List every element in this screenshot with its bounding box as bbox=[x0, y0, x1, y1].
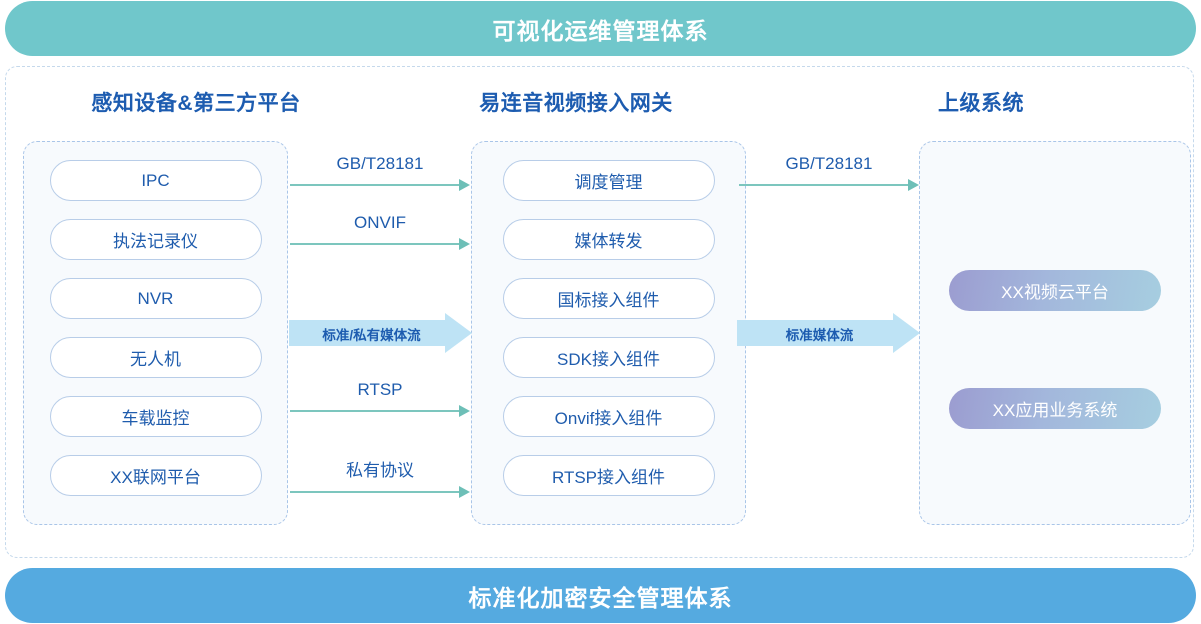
list-item[interactable]: 调度管理 bbox=[502, 160, 715, 201]
list-item[interactable]: RTSP接入组件 bbox=[502, 455, 715, 496]
block-arrow-head-icon bbox=[893, 313, 920, 353]
top-banner-label: 可视化运维管理体系 bbox=[492, 17, 709, 44]
arrow-head-icon bbox=[459, 405, 470, 417]
arrow-head-icon bbox=[459, 179, 470, 191]
list-item[interactable]: 国标接入组件 bbox=[502, 278, 715, 319]
list-item[interactable]: XX联网平台 bbox=[49, 455, 262, 496]
block-arrow-shaft bbox=[289, 320, 445, 346]
panel-upper-system: XX视频云平台 XX应用业务系统 bbox=[919, 141, 1191, 525]
connector-arrow-rtsp: RTSP bbox=[290, 380, 470, 418]
arrow-line bbox=[290, 184, 460, 187]
connector-arrow-onvif: ONVIF bbox=[290, 213, 470, 251]
list-item[interactable]: IPC bbox=[49, 160, 262, 201]
block-arrow-standard-private-media-stream: 标准/私有媒体流 bbox=[289, 313, 472, 353]
panel-access-gateway: 调度管理 媒体转发 国标接入组件 SDK接入组件 Onvif接入组件 RTSP接… bbox=[471, 141, 746, 525]
column-title-middle: 易连音视频接入网关 bbox=[479, 92, 673, 115]
top-banner: 可视化运维管理体系 bbox=[5, 1, 1196, 56]
bottom-banner-label: 标准化加密安全管理体系 bbox=[468, 584, 733, 611]
list-item[interactable]: 车载监控 bbox=[49, 396, 262, 437]
arrow-line bbox=[290, 243, 460, 246]
diagram-outer-frame: 感知设备&第三方平台 IPC 执法记录仪 NVR 无人机 车载监控 XX联网平台… bbox=[5, 66, 1194, 558]
connector-arrow-private-protocol: 私有协议 bbox=[290, 461, 470, 499]
arrow-head-icon bbox=[459, 486, 470, 498]
arrow-line bbox=[290, 491, 460, 494]
list-item[interactable]: 媒体转发 bbox=[502, 219, 715, 260]
arrow-line bbox=[739, 184, 909, 187]
connector-arrow-gbt28181-right: GB/T28181 bbox=[739, 154, 919, 192]
column-access-gateway: 易连音视频接入网关 调度管理 媒体转发 国标接入组件 SDK接入组件 Onvif… bbox=[386, 67, 766, 557]
connector-arrow-gbt28181-left: GB/T28181 bbox=[290, 154, 470, 192]
list-item[interactable]: NVR bbox=[49, 278, 262, 319]
connector-label: RTSP bbox=[357, 380, 403, 399]
arrow-line bbox=[290, 410, 460, 413]
list-item[interactable]: 无人机 bbox=[49, 337, 262, 378]
connector-label: GB/T28181 bbox=[336, 154, 424, 173]
panel-sensing-devices: IPC 执法记录仪 NVR 无人机 车载监控 XX联网平台 bbox=[23, 141, 288, 525]
arrow-head-icon bbox=[908, 179, 919, 191]
connector-label: 私有协议 bbox=[346, 461, 414, 480]
arrow-head-icon bbox=[459, 238, 470, 250]
bottom-banner: 标准化加密安全管理体系 bbox=[5, 568, 1196, 623]
block-arrow-head-icon bbox=[445, 313, 472, 353]
block-arrow-label: 标准媒体流 bbox=[785, 328, 854, 343]
block-arrow-label: 标准/私有媒体流 bbox=[322, 328, 421, 343]
connector-label: ONVIF bbox=[354, 213, 406, 232]
block-arrow-shaft bbox=[737, 320, 893, 346]
list-item[interactable]: 执法记录仪 bbox=[49, 219, 262, 260]
column-upper-system: 上级系统 XX视频云平台 XX应用业务系统 bbox=[766, 67, 1196, 557]
platform-box[interactable]: XX应用业务系统 bbox=[949, 388, 1161, 429]
column-title-left: 感知设备&第三方平台 bbox=[91, 92, 301, 115]
column-title-right: 上级系统 bbox=[938, 92, 1024, 115]
list-item[interactable]: SDK接入组件 bbox=[502, 337, 715, 378]
connector-label: GB/T28181 bbox=[785, 154, 873, 173]
list-item[interactable]: Onvif接入组件 bbox=[502, 396, 715, 437]
column-sensing-devices: 感知设备&第三方平台 IPC 执法记录仪 NVR 无人机 车载监控 XX联网平台 bbox=[6, 67, 386, 557]
platform-box[interactable]: XX视频云平台 bbox=[949, 270, 1161, 311]
block-arrow-standard-media-stream: 标准媒体流 bbox=[737, 313, 920, 353]
